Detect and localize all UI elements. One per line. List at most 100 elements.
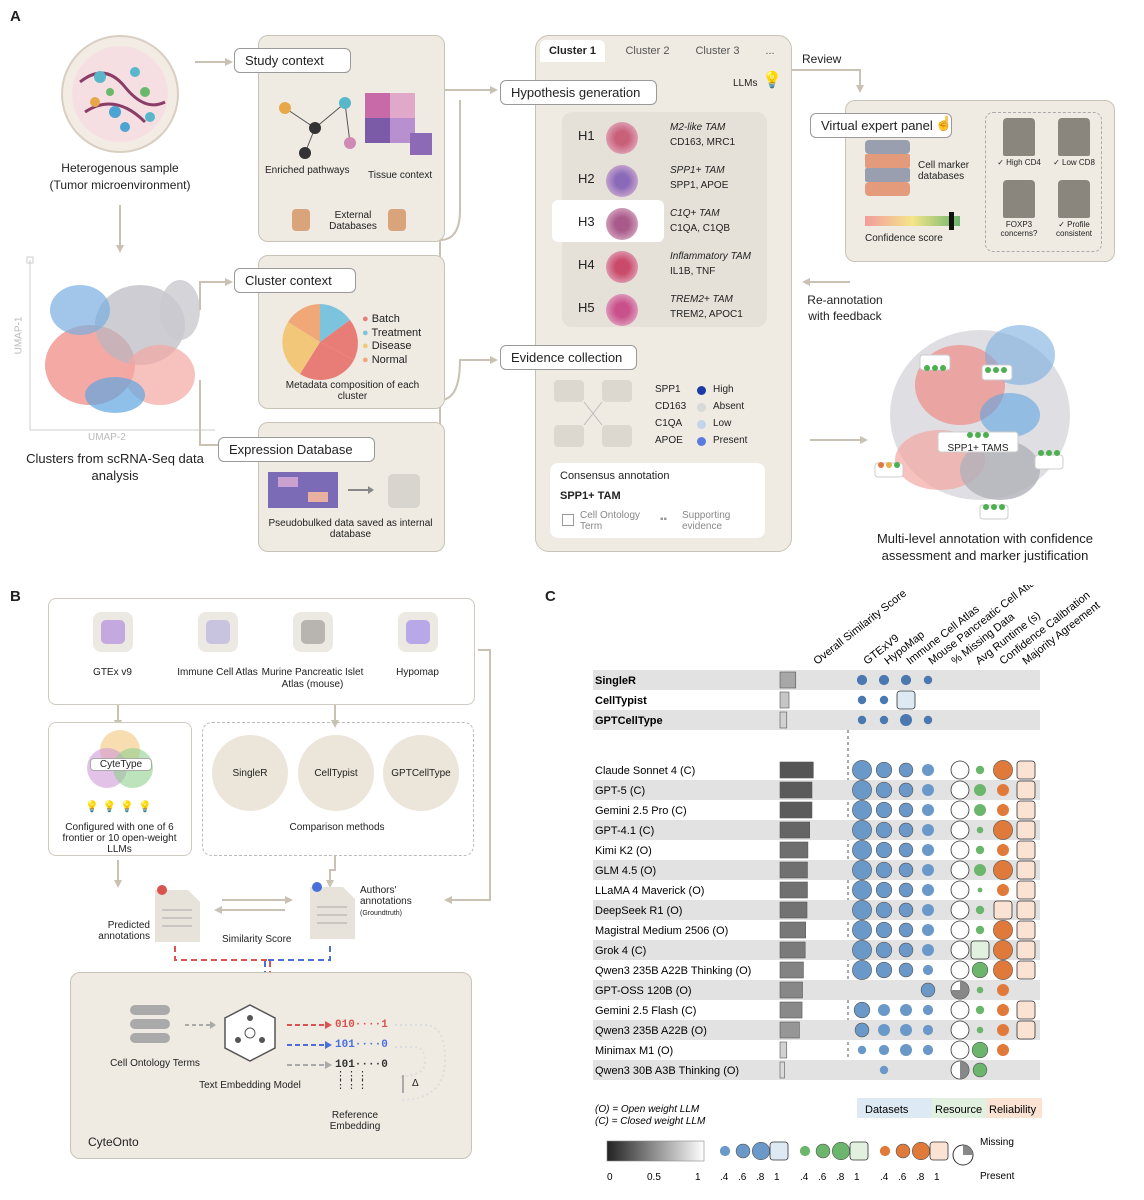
value-marker	[1016, 840, 1036, 860]
value-dot	[875, 821, 893, 839]
value-dot	[976, 1026, 984, 1034]
present-legend-label: Present	[980, 1171, 1015, 1182]
value-dot	[911, 1141, 930, 1160]
missing-wedge	[951, 981, 969, 999]
groundtruth-label: (Groundtruth)	[360, 910, 403, 917]
value-dot	[993, 960, 1013, 980]
tab-cluster-3[interactable]: Cluster 3	[695, 45, 740, 57]
hypothesis-id: H2	[578, 171, 595, 186]
value-dot	[997, 1044, 1009, 1056]
size-tick: .4	[800, 1172, 809, 1183]
consensus-label: Consensus annotation	[560, 470, 670, 482]
value-dot	[922, 764, 934, 776]
cat-datasets-label: Datasets	[865, 1104, 909, 1116]
llm-name: Minimax M1 (O)	[595, 1045, 673, 1057]
value-dot	[976, 826, 984, 834]
value-dot	[993, 820, 1013, 840]
value-dot	[972, 1062, 988, 1078]
value-dot	[875, 861, 893, 879]
value-dot	[977, 887, 983, 893]
value-dot	[900, 1044, 912, 1056]
score-bar	[779, 821, 811, 839]
panel-a-label: A	[10, 8, 21, 25]
row-bg	[593, 860, 1040, 880]
value-dot	[898, 882, 914, 898]
umap-plot	[26, 256, 215, 431]
value-marker	[1016, 960, 1036, 980]
size-tick: .4	[880, 1172, 889, 1183]
evidence-gene: CD163	[655, 401, 687, 412]
llm-name: Qwen3 30B A3B Thinking (O)	[595, 1065, 739, 1077]
dataset-name: Murine Pancreatic Islet Atlas (mouse)	[261, 667, 364, 690]
footnote-open: (O) = Open weight LLM	[595, 1104, 700, 1115]
value-dot	[879, 1065, 889, 1075]
tab-cluster-2[interactable]: Cluster 2	[625, 45, 670, 57]
value-dot	[975, 925, 985, 935]
hypothesis-name: TREM2+ TAM	[670, 294, 733, 305]
consensus-box	[550, 463, 765, 538]
metadata-pie	[282, 304, 358, 381]
size-tick: .6	[898, 1172, 907, 1183]
value-dot	[735, 1143, 751, 1159]
reannotation-label: Re-annotation with feedback	[807, 293, 883, 323]
embedding-model-label: Text Embedding Model	[199, 1080, 301, 1091]
value-dot	[878, 1004, 890, 1016]
evidence-gene: SPP1	[655, 384, 681, 395]
hypothesis-markers: IL1B, TNF	[670, 266, 716, 277]
value-dot	[879, 1145, 891, 1157]
tumor-sample-illustration	[61, 35, 179, 153]
value-dot	[997, 1024, 1009, 1036]
tab-cluster-1[interactable]: Cluster 1	[540, 40, 605, 62]
supporting-icon: ▪▪	[660, 514, 668, 525]
value-dot	[875, 881, 893, 899]
value-dot	[975, 905, 985, 915]
value-dot	[975, 1005, 985, 1015]
multi-level-caption: Multi-level annotation with confidence a…	[876, 531, 1094, 563]
authors-doc-icon	[310, 882, 355, 939]
value-dot	[976, 986, 984, 994]
similarity-label: Similarity Score	[222, 934, 292, 945]
hypothesis-markers: CD163, MRC1	[670, 137, 736, 148]
row-bg	[593, 710, 1040, 730]
study-context-chip: Study context	[234, 48, 351, 73]
ontology-terms-label: Cell Ontology Terms	[110, 1058, 200, 1069]
dataset-icon-fill	[406, 620, 430, 644]
value-dot	[852, 940, 872, 960]
baseline-name: SingleR	[595, 675, 636, 687]
value-dot	[879, 695, 889, 705]
score-bar	[779, 1061, 785, 1079]
score-bar	[779, 981, 803, 999]
code-reference-extra: ⋮⋮⋮⋮⋮⋮	[335, 1071, 368, 1092]
tab-more[interactable]: ...	[765, 45, 775, 57]
embedding-arrows	[287, 1021, 447, 1101]
hypothesis-markers: SPP1, APOE	[670, 180, 729, 191]
cat-resource-label: Resource	[935, 1104, 982, 1116]
delta-symbol: Δ	[412, 1078, 419, 1089]
enriched-pathways-label: Enriched pathways	[265, 165, 350, 176]
score-bar	[779, 861, 808, 879]
cell-image-icon	[606, 294, 638, 326]
score-bar	[779, 691, 790, 709]
scale-tick: 0.5	[647, 1172, 661, 1183]
value-dot	[898, 822, 914, 838]
value-dot	[974, 784, 986, 796]
value-dot	[997, 1004, 1009, 1016]
llms-label: LLMs	[733, 78, 758, 89]
annotated-umap	[874, 325, 1070, 520]
dataset-name: Immune Cell Atlas	[177, 667, 258, 678]
method-circle: SingleR	[212, 735, 288, 811]
value-marker	[1016, 820, 1036, 840]
marker-db-icon	[865, 140, 910, 196]
value-dot	[922, 924, 934, 936]
score-bar	[779, 901, 808, 919]
value-dot	[815, 1143, 831, 1159]
llm-name: Qwen3 235B A22B (O)	[595, 1025, 707, 1037]
value-dot	[922, 944, 934, 956]
size-tick: 1	[774, 1172, 780, 1183]
llm-name: GPT-OSS 120B (O)	[595, 985, 692, 997]
value-dot	[898, 942, 914, 958]
dataset-icon-fill	[206, 620, 230, 644]
llm-name: LLaMA 4 Maverick (O)	[595, 885, 704, 897]
value-dot	[852, 840, 872, 860]
value-dot	[898, 862, 914, 878]
